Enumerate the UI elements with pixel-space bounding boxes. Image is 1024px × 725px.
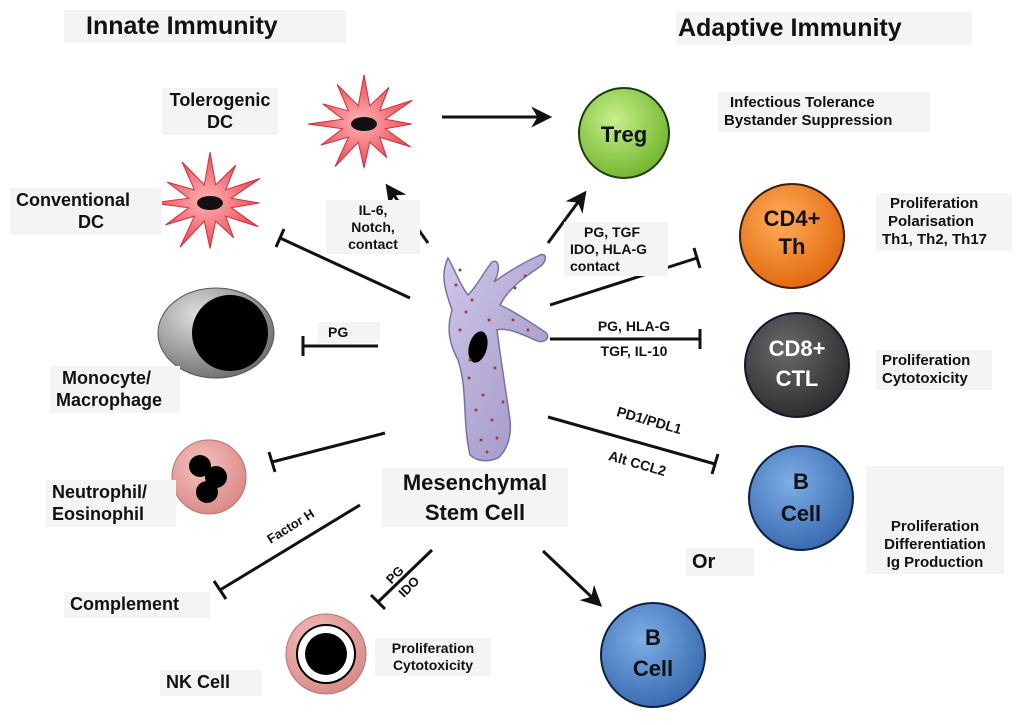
label-tgf-il10: TGF, IL-10 (600, 343, 668, 359)
svg-text:CTL: CTL (776, 366, 819, 391)
monocyte-cell (157, 287, 275, 379)
svg-text:Cell: Cell (633, 656, 673, 681)
svg-text:CD4+: CD4+ (764, 206, 821, 231)
header-innate-immunity: Innate Immunity (64, 10, 346, 43)
inhibit-monocyte (301, 336, 378, 356)
inhibit-nk (369, 548, 434, 611)
svg-text:B: B (645, 625, 661, 650)
inhibit-cd8 (550, 329, 702, 349)
tolerogenic-dc-cell (308, 74, 413, 169)
label-monocyte-pg: PG (318, 322, 380, 343)
label-or: Or (686, 548, 754, 576)
cd8-ctl-cell: CD8+ CTL (744, 312, 850, 418)
mesenchymal-stem-cell (443, 253, 549, 462)
label-pg-hla-g: PG, HLA-G (597, 318, 671, 334)
inhibit-neutrophil (267, 431, 386, 473)
header-adaptive-immunity: Adaptive Immunity (676, 12, 972, 45)
conventional-dc-cell (152, 151, 261, 249)
label-pd1-pdl1: PD1/PDL1 (615, 403, 684, 437)
treg-cell: Treg (578, 87, 670, 179)
inhibit-conventional-dc (274, 228, 411, 300)
cd4-th-cell: CD4+ Th (739, 183, 845, 289)
arrow-msc-to-bcell (541, 549, 603, 607)
label-monocyte-macrophage: Monocyte/Macrophage (50, 366, 180, 414)
bcell-cell: B Cell (748, 445, 854, 551)
neutrophil-cell (171, 439, 247, 515)
nk-cell (285, 613, 367, 695)
inhibit-cd4 (549, 247, 702, 307)
inhibit-bcell (547, 415, 720, 475)
label-il6-notch-contact: IL-6,Notch,contact (326, 200, 420, 255)
label-neutrophil-eosinophil: Neutrophil/Eosinophil (46, 480, 176, 528)
arrow-msc-to-treg (546, 190, 587, 244)
label-factor-h: Factor H (264, 506, 317, 547)
label-alt-ccl2: Alt CCL2 (607, 447, 668, 479)
svg-text:B: B (793, 469, 809, 494)
svg-text:CD8+: CD8+ (769, 336, 826, 361)
svg-text:Th: Th (779, 234, 806, 259)
svg-text:Cell: Cell (781, 501, 821, 526)
svg-text:Treg: Treg (601, 122, 647, 147)
inhibit-complement (212, 503, 361, 600)
label-complement: Complement (64, 592, 210, 618)
bcell-activated-cell: B Cell (600, 602, 706, 708)
label-nk-cell: NK Cell (160, 670, 262, 696)
